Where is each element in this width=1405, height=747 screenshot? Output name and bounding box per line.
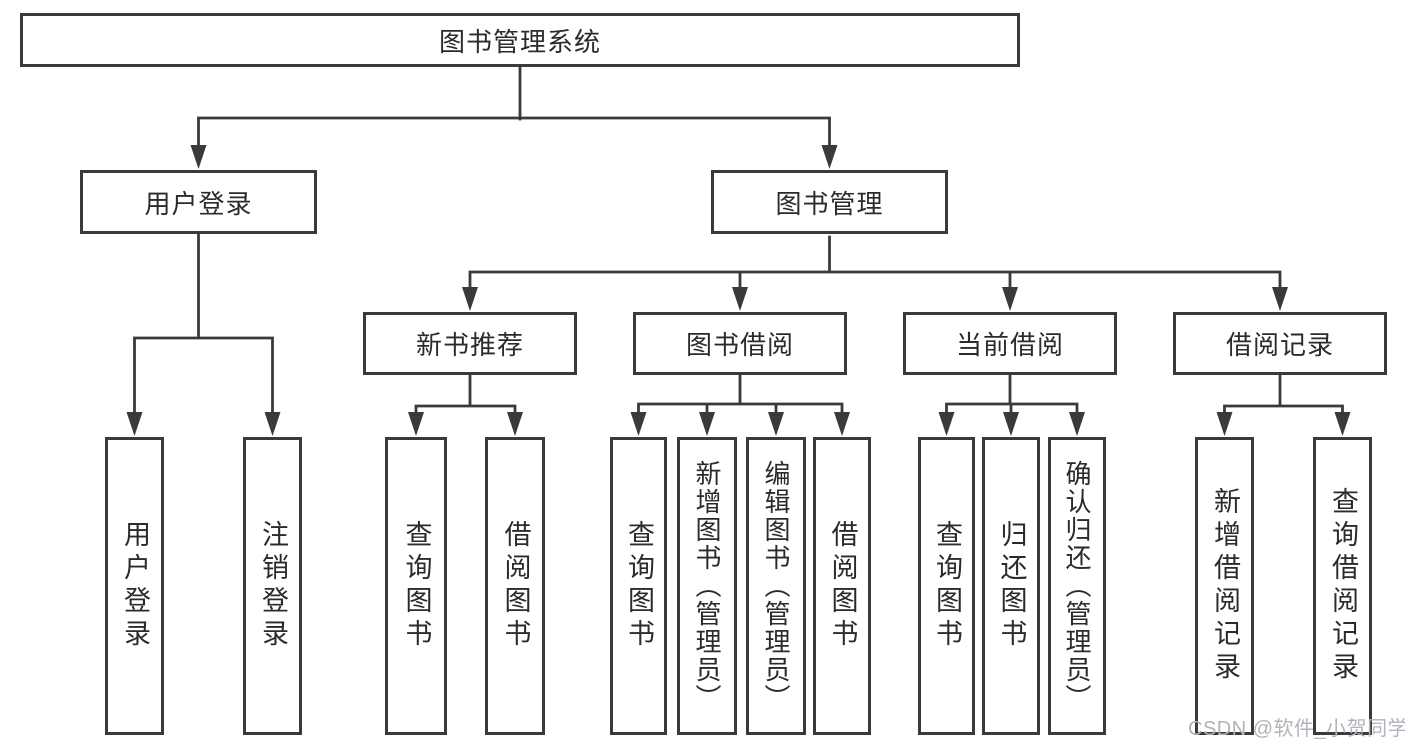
- leaf-return-books: 归还图书: [982, 437, 1040, 735]
- branch-book-management-label: 图书管理: [775, 188, 884, 219]
- leaf-query-books-borrowing: 查询图书: [610, 437, 667, 735]
- leaf-edit-book-admin: 编辑图书（管理员）: [746, 437, 806, 735]
- leaf-edit-book-admin-label: 编辑图书（管理员）: [761, 460, 791, 712]
- leaf-add-borrow-record: 新增借阅记录: [1195, 437, 1254, 735]
- branch-user-login: 用户登录: [80, 170, 317, 234]
- leaf-user-login: 用户登录: [105, 437, 164, 735]
- group-borrowing-records-label: 借阅记录: [1225, 330, 1334, 360]
- leaf-borrow-books-borrowing-label: 借阅图书: [827, 520, 858, 652]
- arrowheads: [126, 145, 1351, 436]
- leaf-query-books-current: 查询图书: [918, 437, 975, 735]
- leaf-query-books-borrowing-label: 查询图书: [624, 520, 654, 652]
- root-node-library-management-system: 图书管理系统: [20, 13, 1020, 67]
- group-new-book-recommendation: 新书推荐: [363, 312, 577, 375]
- root-node-label: 图书管理系统: [438, 26, 601, 57]
- leaf-query-books-recommend-label: 查询图书: [401, 520, 432, 652]
- leaf-add-book-admin-label: 新增图书（管理员）: [692, 460, 722, 712]
- leaf-add-borrow-record-label: 新增借阅记录: [1210, 487, 1240, 685]
- group-current-borrowing-label: 当前借阅: [955, 330, 1064, 360]
- leaf-confirm-return-admin-label: 确认归还（管理员）: [1062, 460, 1092, 712]
- leaf-borrow-books-recommend: 借阅图书: [485, 437, 545, 735]
- leaf-query-books-current-label: 查询图书: [932, 520, 962, 652]
- group-new-book-recommendation-label: 新书推荐: [415, 330, 524, 360]
- leaf-add-book-admin: 新增图书（管理员）: [677, 437, 737, 735]
- group-current-borrowing: 当前借阅: [903, 312, 1117, 375]
- leaf-confirm-return-admin: 确认归还（管理员）: [1048, 437, 1106, 735]
- leaf-return-books-label: 归还图书: [996, 520, 1027, 652]
- group-book-borrowing-label: 图书借阅: [685, 330, 794, 360]
- csdn-watermark: CSDN @软件_小贺同学: [1188, 718, 1405, 740]
- leaf-borrow-books-borrowing: 借阅图书: [813, 437, 871, 735]
- leaf-query-borrow-record: 查询借阅记录: [1313, 437, 1372, 735]
- leaf-user-login-label: 用户登录: [120, 520, 150, 652]
- leaf-borrow-books-recommend-label: 借阅图书: [500, 520, 531, 652]
- group-book-borrowing: 图书借阅: [633, 312, 847, 375]
- leaf-logout-label: 注销登录: [258, 520, 288, 652]
- branch-book-management: 图书管理: [711, 170, 948, 234]
- leaf-logout: 注销登录: [243, 437, 302, 735]
- leaf-query-borrow-record-label: 查询借阅记录: [1328, 487, 1358, 685]
- branch-user-login-label: 用户登录: [144, 188, 253, 219]
- tree-edges: [133, 65, 1344, 420]
- group-borrowing-records: 借阅记录: [1173, 312, 1387, 375]
- leaf-query-books-recommend: 查询图书: [385, 437, 447, 735]
